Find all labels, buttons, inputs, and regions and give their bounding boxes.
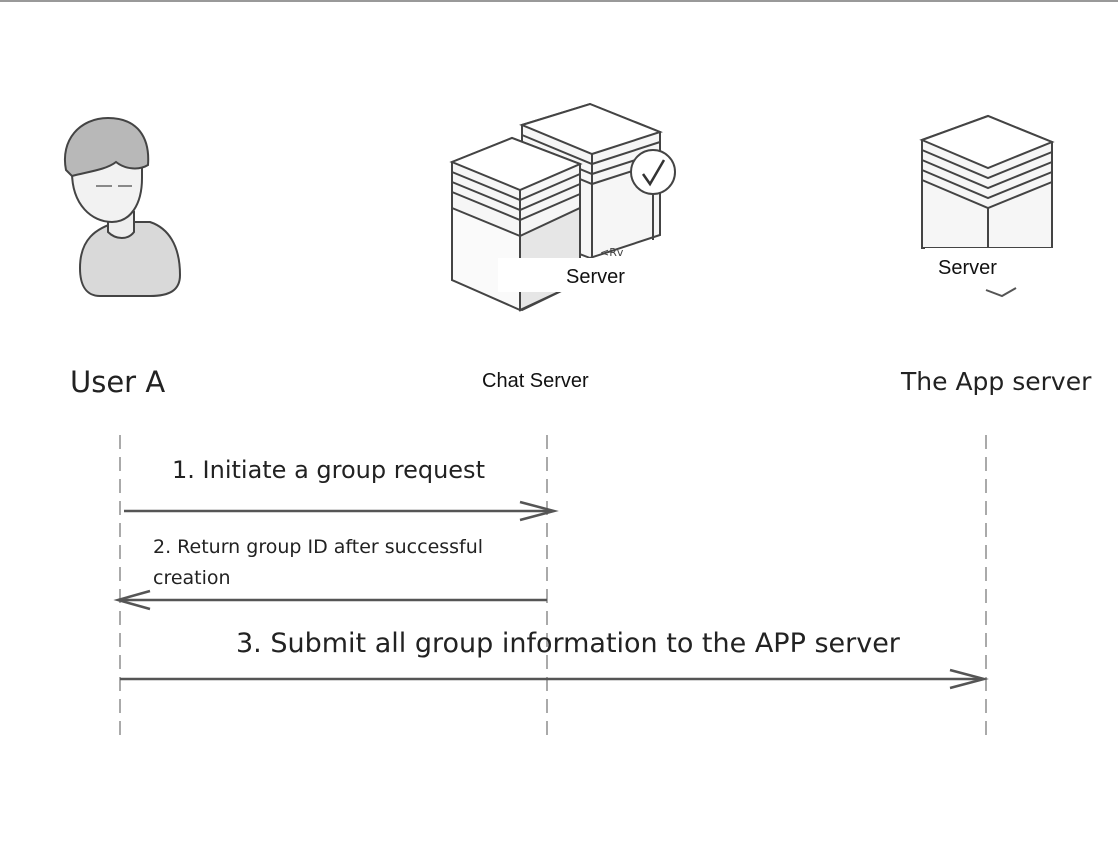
actor-label-chat-server: Chat Server	[482, 370, 589, 392]
message-3-arrow	[120, 668, 989, 690]
server-stack-with-check-icon	[449, 102, 676, 312]
message-1-label: 1. Initiate a group request	[172, 456, 485, 484]
label-patch	[925, 248, 1065, 286]
message-2-arrow	[113, 589, 547, 611]
check-badge-icon	[630, 149, 676, 240]
user-avatar-icon	[63, 116, 182, 297]
actor-label-user-a: User A	[70, 365, 165, 399]
label-patch	[498, 258, 648, 292]
icon-text-fragment: <Rv	[600, 246, 624, 259]
chat-server-icon-caption: Server	[566, 266, 625, 288]
actor-label-app-server: The App server	[900, 367, 1092, 396]
message-2-label-line-2: creation	[153, 567, 231, 589]
server-stack-icon	[919, 114, 1055, 298]
message-2-label-line-1: 2. Return group ID after successful	[153, 536, 483, 558]
message-3-label: 3. Submit all group information to the A…	[236, 628, 901, 659]
message-1-arrow	[124, 500, 559, 522]
app-server-icon-caption: Server	[938, 257, 997, 279]
